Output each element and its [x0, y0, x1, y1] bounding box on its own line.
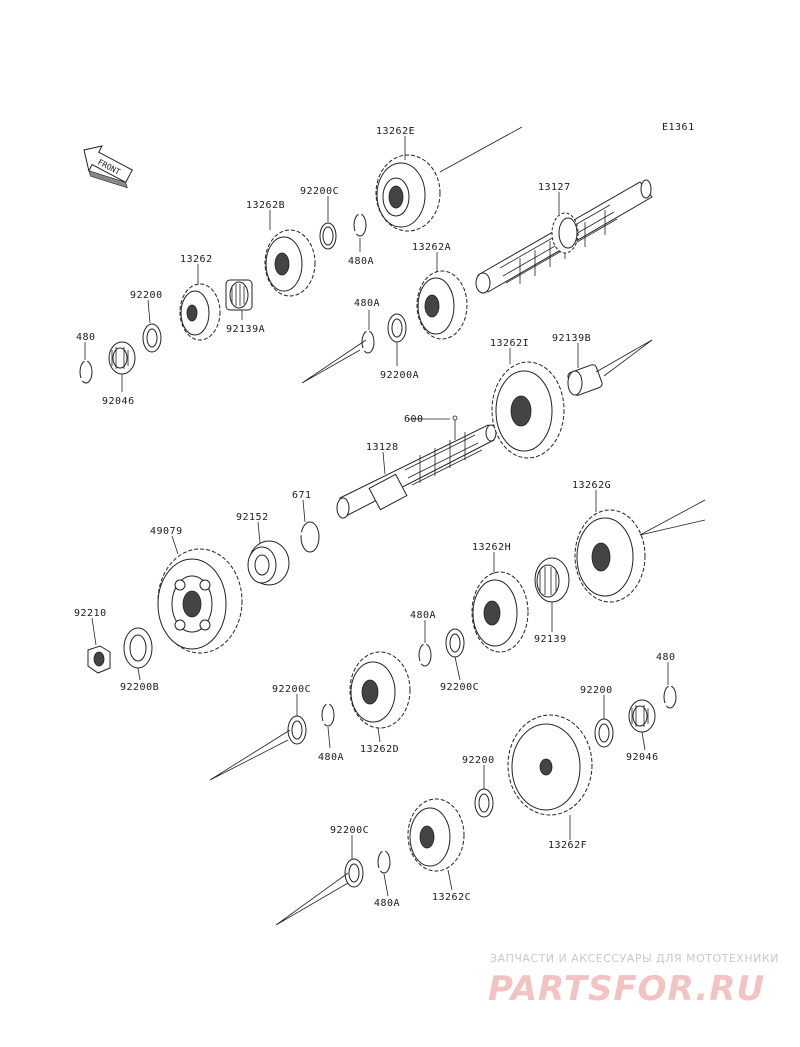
- label-92200-low: 92200: [462, 755, 495, 766]
- label-13262: 13262: [180, 254, 213, 265]
- bearing-92139A: [225, 279, 253, 311]
- label-92139A: 92139A: [226, 324, 265, 335]
- gear-13262H: [471, 571, 529, 653]
- circlip-480A-low2: [321, 703, 335, 727]
- label-92139B: 92139B: [552, 333, 591, 344]
- label-13127: 13127: [538, 182, 571, 193]
- label-13262I: 13262I: [490, 338, 529, 349]
- circlip-480-right: [663, 685, 677, 709]
- label-92200C-left: 92200C: [272, 684, 311, 695]
- label-13128: 13128: [366, 442, 399, 453]
- label-92200C-top: 92200C: [300, 186, 339, 197]
- label-480-right: 480: [656, 652, 676, 663]
- gear-13262I: [491, 361, 565, 459]
- gear-13262C: [407, 798, 465, 872]
- axis-line: [439, 126, 523, 173]
- label-13262C: 13262C: [432, 892, 471, 903]
- circlip-480-left: [79, 360, 93, 384]
- label-480A-top: 480A: [348, 256, 374, 267]
- label-92200-right: 92200: [580, 685, 613, 696]
- snap-ring-671: [300, 521, 320, 553]
- diagram-code: E1361: [662, 122, 695, 133]
- label-49079: 49079: [150, 526, 183, 537]
- label-92152: 92152: [236, 512, 269, 523]
- label-92200A: 92200A: [380, 370, 419, 381]
- label-92200C-bottom: 92200C: [330, 825, 369, 836]
- axis-line: [595, 339, 653, 377]
- label-480A-bottom: 480A: [374, 898, 400, 909]
- gear-13262F: [507, 714, 593, 816]
- front-arrow-icon: FRONT: [83, 145, 133, 189]
- gear-13127: [551, 212, 579, 254]
- sprocket-49079: [157, 548, 243, 654]
- bearing-92139B: [567, 364, 603, 396]
- gear-13262E: [375, 154, 441, 232]
- label-13262H: 13262H: [472, 542, 511, 553]
- circlip-480A-bottom: [377, 850, 391, 874]
- label-13262F: 13262F: [548, 840, 587, 851]
- label-13262D: 13262D: [360, 744, 399, 755]
- gear-13262A: [416, 270, 468, 340]
- label-13262G: 13262G: [572, 480, 611, 491]
- label-92046-left: 92046: [102, 396, 135, 407]
- watermark-brand: PARTSFOR.RU: [488, 969, 765, 1009]
- gear-13262D: [349, 651, 411, 729]
- label-13262A: 13262A: [412, 242, 451, 253]
- circlip-480A-mid: [361, 330, 375, 354]
- label-92200C-mid: 92200C: [440, 682, 479, 693]
- gear-13262G: [574, 509, 646, 603]
- nut-92210: [87, 645, 111, 674]
- leader-lines: [84, 136, 669, 897]
- axis-line: [209, 729, 291, 781]
- bearing-92046-left: [108, 341, 136, 375]
- circlip-480A-top: [353, 213, 367, 237]
- bearing-92046-right: [628, 699, 656, 733]
- axis-line: [639, 499, 706, 536]
- watermark-tagline: ЗАПЧАСТИ И АКСЕССУАРЫ ДЛЯ МОТОТЕХНИКИ: [490, 952, 779, 965]
- label-480-left: 480: [76, 332, 96, 343]
- label-92200-left: 92200: [130, 290, 163, 301]
- circlip-480A-low: [418, 643, 432, 667]
- axis-line: [301, 339, 367, 384]
- shaft-13128: [336, 424, 497, 519]
- label-92139: 92139: [534, 634, 567, 645]
- label-92210: 92210: [74, 608, 107, 619]
- label-480A-low: 480A: [410, 610, 436, 621]
- bearing-92139: [534, 557, 570, 603]
- label-92200B: 92200B: [120, 682, 159, 693]
- gear-13262: [179, 283, 221, 341]
- label-13262B: 13262B: [246, 200, 285, 211]
- label-600: 600: [404, 414, 424, 425]
- label-480A-mid: 480A: [354, 298, 380, 309]
- label-13262E: 13262E: [376, 126, 415, 137]
- gear-13262B: [264, 229, 316, 297]
- bearing-92152: [247, 540, 290, 586]
- axis-line: [275, 872, 349, 926]
- label-480A-low2: 480A: [318, 752, 344, 763]
- label-92046-right: 92046: [626, 752, 659, 763]
- label-671: 671: [292, 490, 312, 501]
